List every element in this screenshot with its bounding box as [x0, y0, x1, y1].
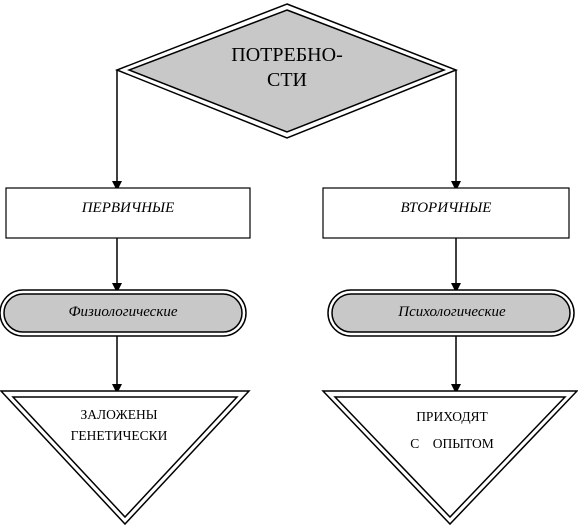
physiological-label: Физиологические — [68, 304, 177, 320]
psychological-pill: Психологические — [327, 289, 575, 337]
genetic-label-line2: ГЕНЕТИЧЕСКИ — [71, 428, 168, 443]
root-label-line1: ПОТРЕБНО- — [231, 44, 342, 66]
physiological-pill: Физиологические — [0, 289, 247, 337]
secondary-label: ВТОРИЧНЫЕ — [401, 200, 492, 216]
experience-label-line2: С ОПЫТОМ — [410, 436, 494, 451]
root-connectors — [112, 70, 461, 191]
experience-triangle: ПРИХОДЯТ С ОПЫТОМ — [321, 390, 578, 526]
root-label-line2: СТИ — [267, 69, 307, 91]
primary-box: ПЕРВИЧНЫЕ — [5, 187, 251, 239]
primary-label: ПЕРВИЧНЫЕ — [81, 200, 175, 216]
secondary-box: ВТОРИЧНЫЕ — [322, 187, 570, 239]
genetic-triangle: ЗАЛОЖЕНЫ ГЕНЕТИЧЕСКИ — [0, 390, 251, 526]
genetic-label-line1: ЗАЛОЖЕНЫ — [81, 407, 158, 422]
psychological-label: Психологические — [397, 304, 506, 320]
root-diamond: ПОТРЕБНО- СТИ — [114, 3, 459, 139]
experience-label-line1: ПРИХОДЯТ — [416, 409, 488, 424]
